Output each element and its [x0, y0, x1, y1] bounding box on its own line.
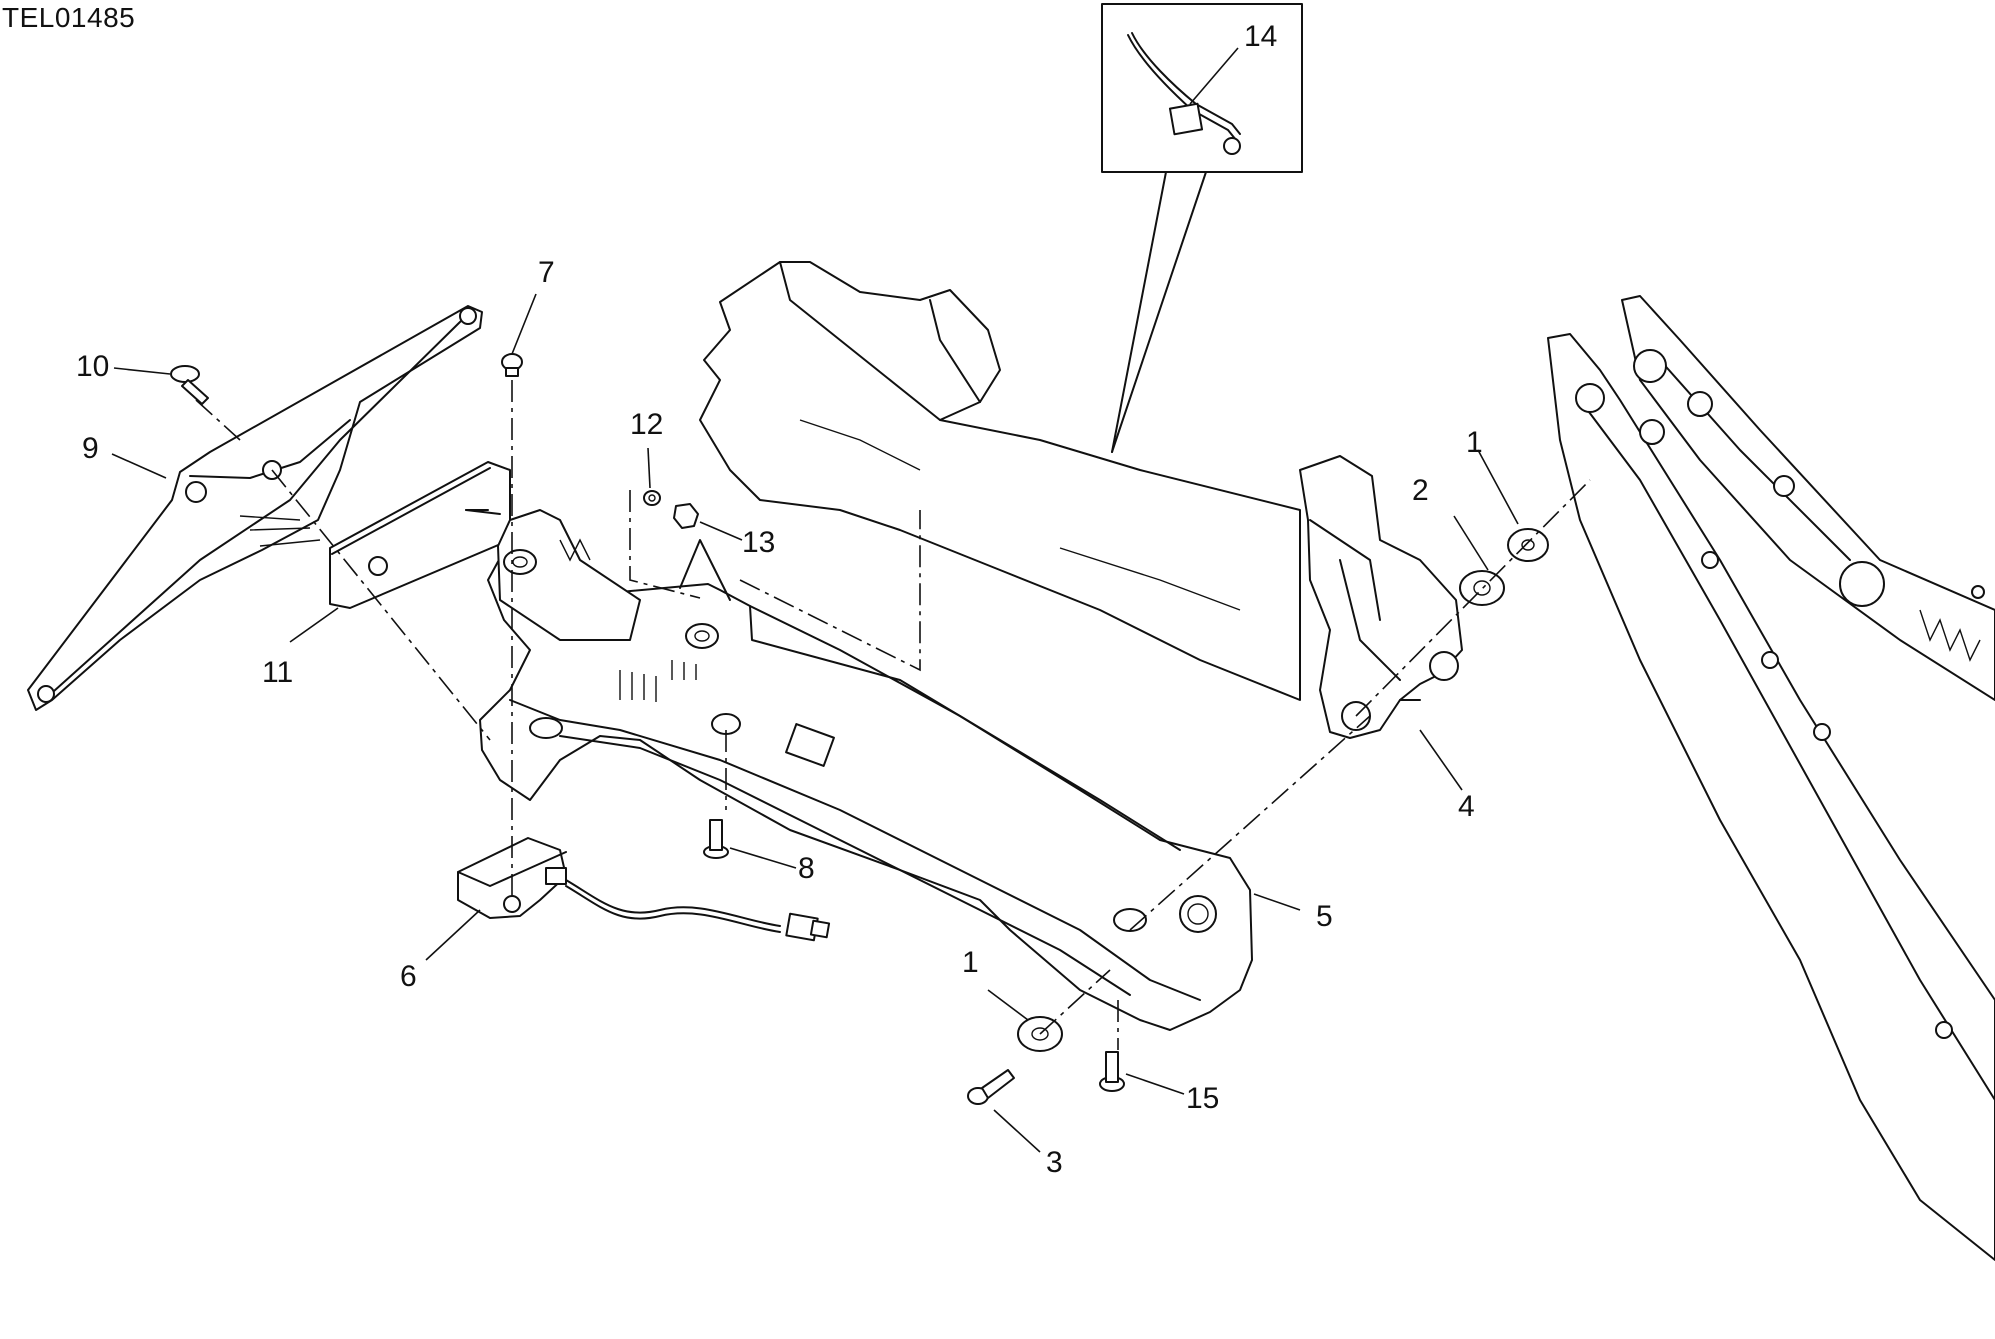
screw-15 [1099, 1051, 1125, 1092]
motorcycle-subframe [1547, 295, 1995, 1261]
callout-14: 14 [1244, 20, 1278, 53]
callout-12: 12 [630, 408, 664, 441]
callout-8: 8 [798, 852, 815, 885]
detail-inset-cable-tie [1101, 3, 1303, 453]
washer-1-upper [1507, 528, 1549, 562]
screw-3 [967, 1069, 1015, 1105]
callout-10: 10 [76, 350, 110, 383]
grommet-2 [1459, 570, 1505, 606]
tail-cover [699, 261, 1301, 701]
bracket-4 [1299, 455, 1463, 739]
callout-9: 9 [82, 432, 99, 465]
callout-7: 7 [538, 256, 555, 289]
callout-6: 6 [400, 960, 417, 993]
nut-13 [673, 503, 699, 529]
callout-5: 5 [1316, 900, 1333, 933]
rear-frame-support-5 [479, 509, 1253, 1031]
assembly-center-lines [195, 380, 1591, 1050]
callout-11: 11 [262, 656, 294, 689]
callout-3: 3 [1046, 1146, 1063, 1179]
callout-leaders [111, 47, 1519, 1153]
callout-4: 4 [1458, 790, 1475, 823]
drawing-code: TEL01485 [2, 2, 136, 33]
washer-12 [643, 490, 661, 506]
callout-13: 13 [742, 526, 776, 559]
callout-2: 2 [1412, 474, 1429, 507]
screw-8 [703, 819, 729, 859]
license-light-6 [457, 837, 831, 942]
callout-1-upper: 1 [1466, 426, 1483, 459]
callout-1-lower: 1 [962, 946, 979, 979]
screw-10 [170, 365, 209, 405]
callout-15: 15 [1186, 1082, 1220, 1115]
reflector-11 [329, 461, 511, 609]
plate-holder-arm [27, 305, 483, 711]
screw-7 [501, 353, 523, 377]
